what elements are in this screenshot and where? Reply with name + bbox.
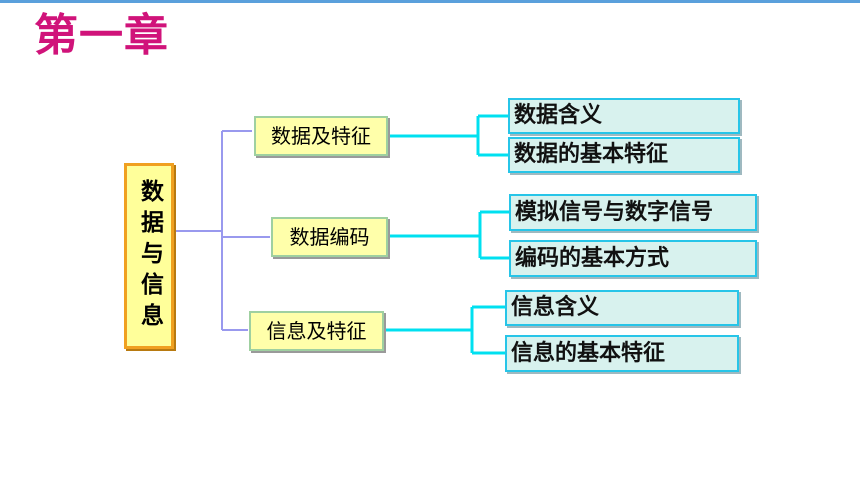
leaf-info-basic-features: 信息的基本特征 bbox=[505, 335, 739, 372]
leaf-data-basic-features: 数据的基本特征 bbox=[508, 137, 740, 173]
branch-node-info-features: 信息及特征 bbox=[249, 311, 384, 351]
root-connectors bbox=[174, 130, 270, 331]
leaf-data-meaning: 数据含义 bbox=[508, 98, 740, 134]
branch-node-data-encoding: 数据编码 bbox=[271, 217, 388, 257]
leaf-info-meaning: 信息含义 bbox=[505, 290, 739, 326]
leaf-encoding-basic-methods: 编码的基本方式 bbox=[509, 240, 757, 277]
branch-connectors bbox=[384, 114, 509, 355]
branch-node-data-features: 数据及特征 bbox=[254, 116, 388, 156]
leaf-analog-digital-signal: 模拟信号与数字信号 bbox=[509, 194, 757, 231]
page-title: 第一章 bbox=[34, 10, 169, 61]
top-rule bbox=[0, 0, 860, 3]
root-node: 数据与信息 bbox=[124, 163, 174, 349]
